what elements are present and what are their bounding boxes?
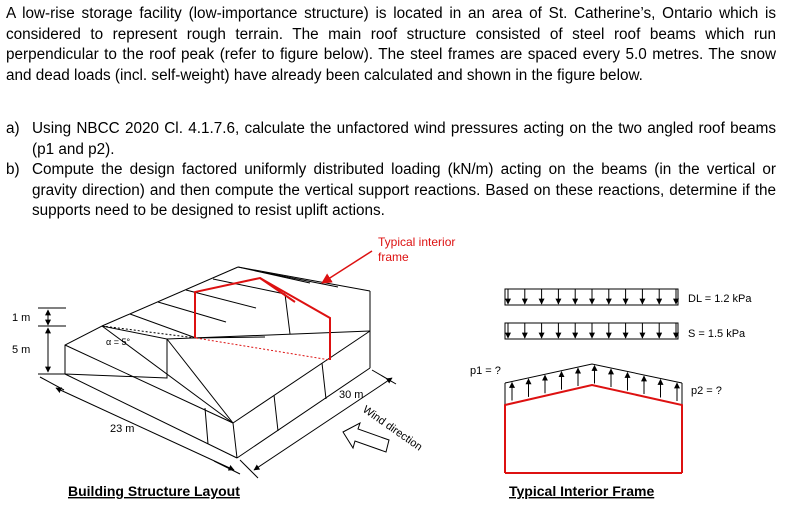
wind-arrow	[342, 421, 390, 453]
question-b: b) Compute the design factored uniformly…	[6, 160, 776, 222]
snow-load-arrows	[504, 322, 679, 340]
problem-intro: A low-rise storage facility (low-importa…	[6, 5, 776, 84]
dim-roof-height: 1 m	[12, 312, 30, 324]
building-base-front	[64, 373, 238, 459]
roof-ridge	[101, 266, 239, 327]
question-a: a) Using NBCC 2020 Cl. 4.1.7.6, calculat…	[6, 119, 776, 161]
building-caption: Building Structure Layout	[68, 483, 240, 499]
building-front-gable	[64, 325, 168, 379]
p1-label: p1 = ?	[470, 365, 501, 377]
dim-width: 23 m	[110, 423, 134, 435]
dead-load-label: DL = 1.2 kPa	[688, 293, 752, 305]
question-b-label: b)	[6, 161, 20, 178]
question-b-text: Compute the design factored uniformly di…	[32, 161, 776, 219]
dead-load-arrows	[504, 288, 679, 306]
callout-label-line1: Typical interior	[378, 235, 455, 249]
frame-outline	[504, 383, 683, 474]
callout-arrow	[321, 250, 373, 284]
frame-caption: Typical Interior Frame	[509, 483, 654, 499]
typical-frame-highlight	[194, 276, 331, 360]
width-dimension	[39, 376, 241, 475]
question-a-text: Using NBCC 2020 Cl. 4.1.7.6, calculate t…	[32, 120, 776, 158]
roof-angle-label: α = 5°	[106, 337, 130, 347]
dim-wall-height: 5 m	[12, 344, 30, 356]
snow-load-label: S = 1.5 kPa	[688, 328, 746, 340]
length-dimension	[239, 369, 397, 479]
question-a-label: a)	[6, 120, 20, 137]
dim-length: 30 m	[339, 389, 363, 401]
height-dimensions	[38, 307, 66, 375]
p2-label: p2 = ?	[691, 385, 722, 397]
callout-label-line2: frame	[378, 250, 409, 264]
wind-uplift-arrows	[504, 363, 683, 406]
